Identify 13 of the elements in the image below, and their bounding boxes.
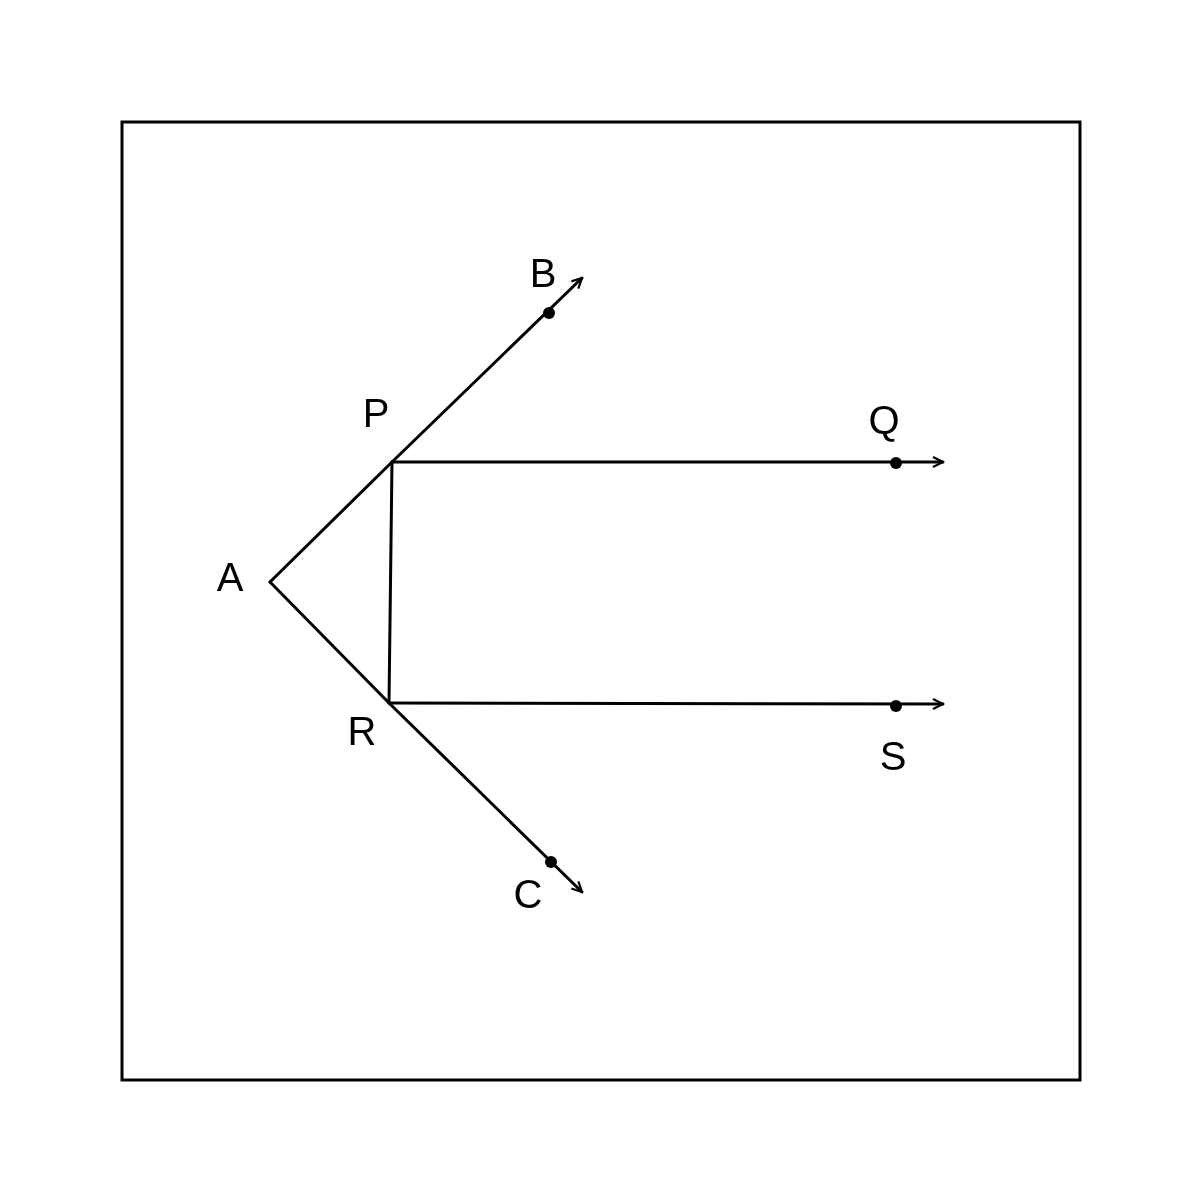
ray-arrow [387,697,945,711]
point-label: R [347,709,377,753]
ray-arrow [387,701,584,894]
ray-arrow [390,276,584,464]
point-label: S [879,734,907,778]
point-label: P [362,391,390,435]
point-label: C [513,872,543,916]
ray-arrow [390,455,945,469]
point-label: Q [868,398,900,442]
line-segment [268,460,394,584]
point-label: B [529,251,557,295]
point-label: A [216,555,244,599]
line-segment [268,580,391,705]
